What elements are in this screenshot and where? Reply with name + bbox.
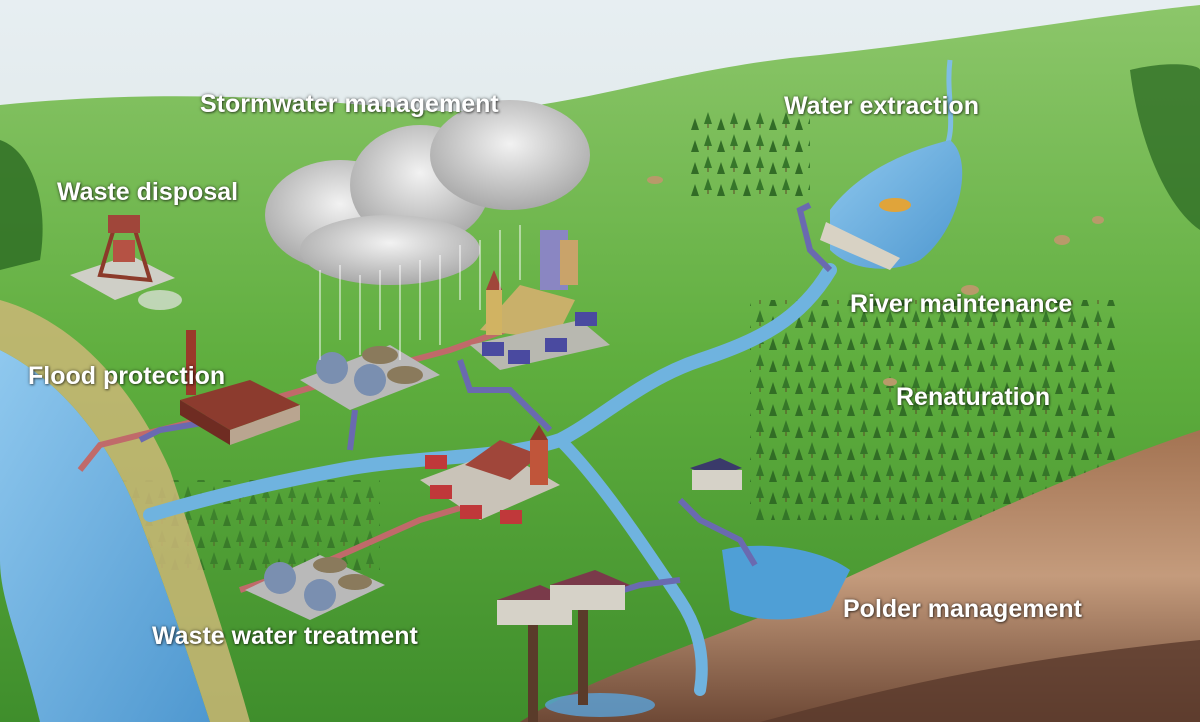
riverbank (0, 300, 250, 722)
waste-disposal-site (70, 215, 175, 300)
upper-town (470, 230, 610, 370)
label-flood-protection: Flood protection (28, 362, 226, 390)
storm-cloud-icon (265, 100, 590, 360)
treatment-plant-upper (300, 345, 440, 410)
label-waste-disposal: Waste disposal (57, 178, 239, 206)
pump-pipe (677, 497, 758, 567)
forest-left (0, 140, 43, 270)
storm-pipe (457, 359, 553, 433)
label-river-maintenance: River maintenance (850, 290, 1073, 318)
well-shaft-2 (578, 605, 588, 705)
drain-pipe (347, 409, 358, 451)
forest-right (1130, 64, 1200, 230)
label-renaturation: Renaturation (896, 383, 1051, 411)
treatment-plant-lower (245, 555, 385, 620)
extraction-pipe (796, 202, 833, 273)
lower-town (420, 425, 560, 524)
label-stormwater-management: Stormwater management (200, 90, 499, 118)
well-shaft-1 (528, 615, 538, 722)
label-water-extraction: Water extraction (784, 92, 979, 120)
label-polder-management: Polder management (843, 595, 1082, 623)
trees-renaturation (750, 300, 1120, 520)
stream (143, 263, 837, 522)
factory (138, 290, 300, 445)
pump-houses (497, 458, 742, 625)
fish-icon (879, 198, 911, 212)
main-river (0, 350, 210, 722)
trees-hill (690, 110, 810, 200)
groundwater (545, 693, 655, 717)
soil-cross-section (520, 430, 1200, 722)
cattle-icons (647, 176, 1104, 386)
soil-deep (760, 640, 1200, 722)
label-waste-water-treatment: Waste water treatment (152, 622, 418, 650)
dam (820, 222, 900, 270)
